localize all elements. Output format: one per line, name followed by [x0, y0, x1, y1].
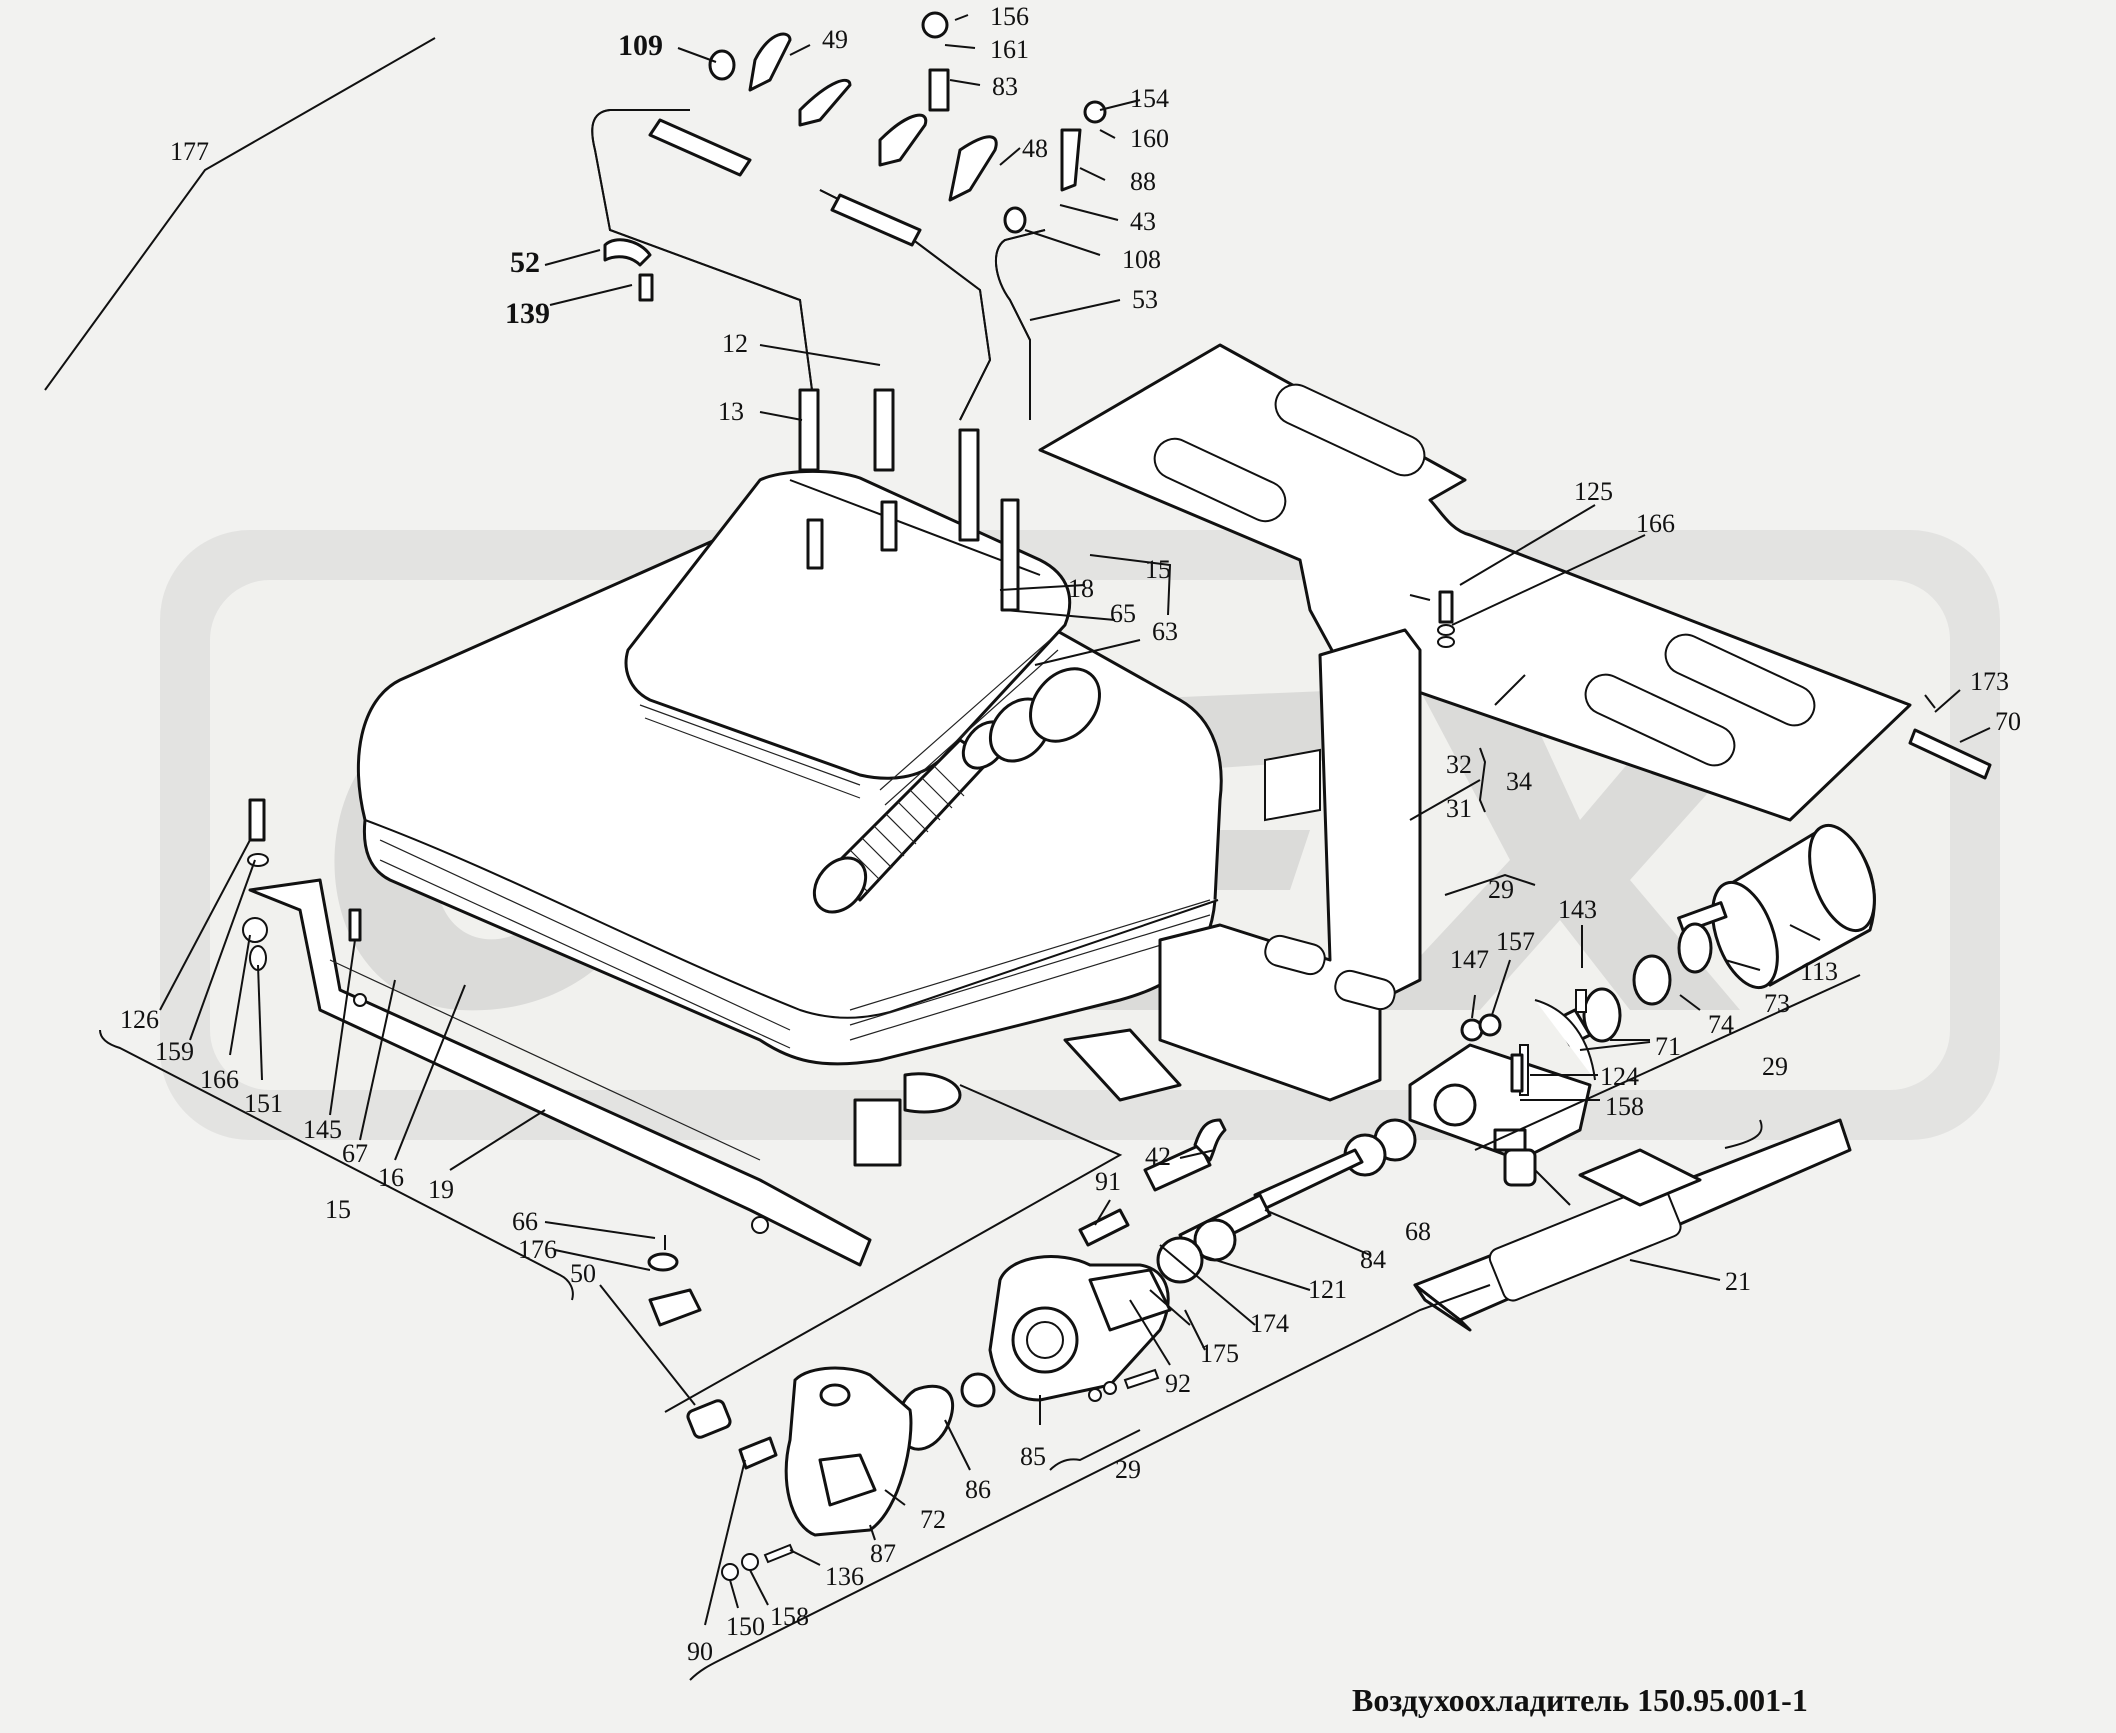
callout-109: 109: [618, 29, 663, 62]
callout-29-b: 29: [1762, 1052, 1788, 1081]
callout-29-c: 29: [1115, 1455, 1141, 1484]
tube-assembly: [591, 11, 1107, 542]
callout-159: 159: [155, 1037, 194, 1066]
callout-157: 157: [1496, 927, 1535, 956]
callout-71: 71: [1655, 1032, 1681, 1061]
callout-34: 34: [1506, 767, 1532, 796]
callout-18: 18: [1068, 574, 1094, 603]
cover-plate: [1038, 343, 1912, 822]
callout-174: 174: [1250, 1309, 1289, 1338]
diagram-caption: Воздухоохладитель 150.95.001-1: [1352, 1682, 1808, 1718]
callout-12: 12: [722, 329, 748, 358]
callout-16: 16: [378, 1163, 404, 1192]
base-plate: [1413, 1118, 1852, 1332]
callout-161: 161: [990, 35, 1029, 64]
bearing-housing: [1078, 999, 1596, 1284]
callout-139: 139: [505, 297, 550, 330]
callout-166-left: 166: [200, 1065, 239, 1094]
callout-177: 177: [170, 137, 209, 166]
bracket: [1063, 628, 1422, 1102]
callout-151: 151: [244, 1089, 283, 1118]
callout-50: 50: [570, 1259, 596, 1288]
callout-156: 156: [990, 2, 1029, 31]
callout-166-top: 166: [1636, 509, 1675, 538]
callout-143: 143: [1558, 895, 1597, 924]
motor: [1553, 823, 1876, 1047]
callout-15-bottom: 15: [325, 1195, 351, 1224]
callout-70: 70: [1995, 707, 2021, 736]
callout-65: 65: [1110, 599, 1136, 628]
callout-88: 88: [1130, 167, 1156, 196]
callout-136: 136: [825, 1562, 864, 1591]
callout-90: 90: [687, 1637, 713, 1666]
tank-assembly: [356, 469, 1223, 1167]
callout-85: 85: [1020, 1442, 1046, 1471]
callout-175: 175: [1200, 1339, 1239, 1368]
callout-74: 74: [1708, 1010, 1734, 1039]
callout-91: 91: [1095, 1167, 1121, 1196]
callout-31: 31: [1446, 794, 1472, 823]
callout-173: 173: [1970, 667, 2009, 696]
callout-29-a: 29: [1488, 875, 1514, 904]
callout-158-right: 158: [1605, 1092, 1644, 1121]
callout-86: 86: [965, 1475, 991, 1504]
callout-154: 154: [1130, 84, 1169, 113]
callout-176: 176: [518, 1235, 557, 1264]
callout-87: 87: [870, 1539, 896, 1568]
callout-158-bottom: 158: [770, 1602, 809, 1631]
callout-113: 113: [1800, 957, 1838, 986]
callout-83: 83: [992, 72, 1018, 101]
leader-lines: [44, 14, 1991, 1681]
callout-15-top: 15: [1145, 555, 1171, 584]
callout-43: 43: [1130, 207, 1156, 236]
callout-145: 145: [303, 1115, 342, 1144]
callout-160: 160: [1130, 124, 1169, 153]
callout-147: 147: [1450, 945, 1489, 974]
callout-66: 66: [512, 1207, 538, 1236]
callout-126: 126: [120, 1005, 159, 1034]
callout-42: 42: [1145, 1142, 1171, 1171]
callout-19: 19: [428, 1175, 454, 1204]
callout-125: 125: [1574, 477, 1613, 506]
callout-21: 21: [1725, 1267, 1751, 1296]
callout-67: 67: [342, 1139, 368, 1168]
callout-72: 72: [920, 1505, 946, 1534]
callout-53: 53: [1132, 285, 1158, 314]
callout-150: 150: [726, 1612, 765, 1641]
callout-48: 48: [1022, 134, 1048, 163]
pump: [647, 1252, 1172, 1581]
callout-68: 68: [1405, 1217, 1431, 1246]
callout-84: 84: [1360, 1245, 1386, 1274]
callout-52: 52: [510, 246, 540, 279]
callout-49: 49: [822, 25, 848, 54]
callout-121: 121: [1308, 1275, 1347, 1304]
callout-73: 73: [1764, 989, 1790, 1018]
callout-108: 108: [1122, 245, 1161, 274]
callout-13: 13: [718, 397, 744, 426]
callout-63: 63: [1152, 617, 1178, 646]
callout-92: 92: [1165, 1369, 1191, 1398]
mounting-strap: [248, 878, 872, 1267]
pin: [1908, 694, 1992, 780]
callout-124: 124: [1600, 1062, 1639, 1091]
callout-32: 32: [1446, 750, 1472, 779]
callout-labels: 177 109 49 156 161 83 154 160 48 88 43 1…: [120, 2, 2021, 1666]
